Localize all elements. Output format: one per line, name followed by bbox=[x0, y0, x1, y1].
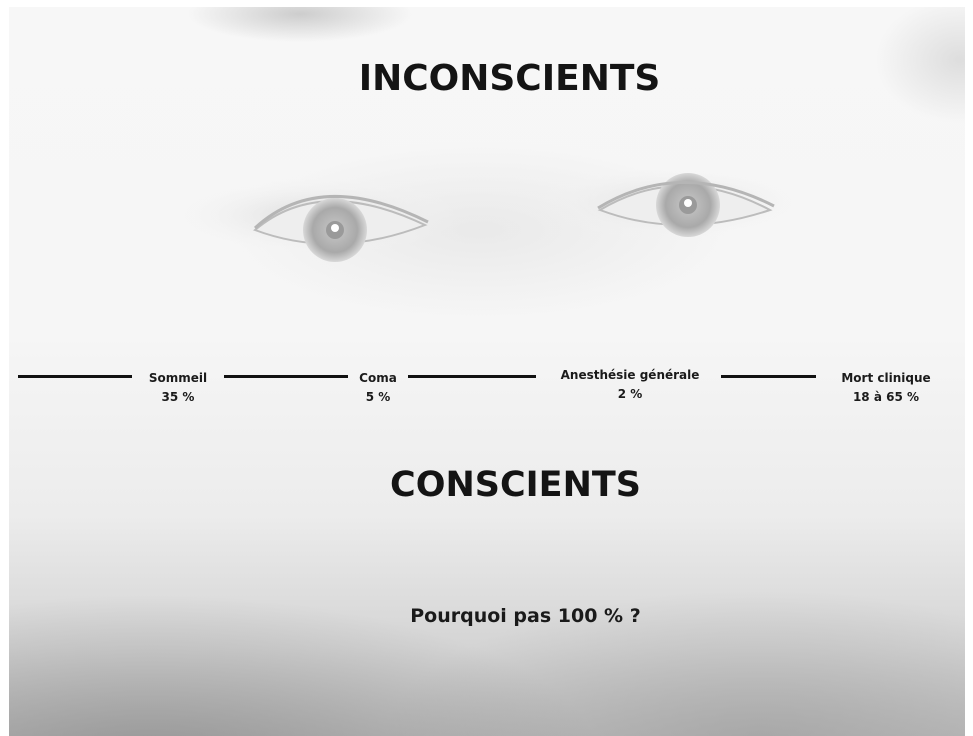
timeline-item-label: Mort clinique bbox=[841, 369, 930, 388]
title-conscients: CONSCIENTS bbox=[0, 465, 973, 505]
timeline-segment-3 bbox=[408, 375, 536, 378]
timeline-item-anesthesie: Anesthésie générale 2 % bbox=[561, 366, 700, 404]
timeline-item-sommeil: Sommeil 35 % bbox=[149, 369, 207, 407]
timeline-item-value: 5 % bbox=[359, 388, 397, 407]
timeline-item-mort-clinique: Mort clinique 18 à 65 % bbox=[841, 369, 930, 407]
eyes-background-image bbox=[160, 170, 810, 280]
timeline-item-label: Anesthésie générale bbox=[561, 366, 700, 385]
frame-top bbox=[0, 0, 973, 7]
right-eye-highlight bbox=[684, 199, 692, 207]
timeline-item-value: 35 % bbox=[149, 388, 207, 407]
timeline-item-label: Sommeil bbox=[149, 369, 207, 388]
question-text: Pourquoi pas 100 % ? bbox=[0, 605, 973, 627]
timeline-item-value: 18 à 65 % bbox=[841, 388, 930, 407]
left-eye-highlight bbox=[331, 224, 339, 232]
timeline-item-value: 2 % bbox=[561, 385, 700, 404]
timeline-item-label: Coma bbox=[359, 369, 397, 388]
title-inconscients: INCONSCIENTS bbox=[0, 58, 973, 99]
timeline-segment-4 bbox=[721, 375, 816, 378]
timeline-segment-2 bbox=[224, 375, 348, 378]
timeline-item-coma: Coma 5 % bbox=[359, 369, 397, 407]
timeline-segment-1 bbox=[18, 375, 132, 378]
